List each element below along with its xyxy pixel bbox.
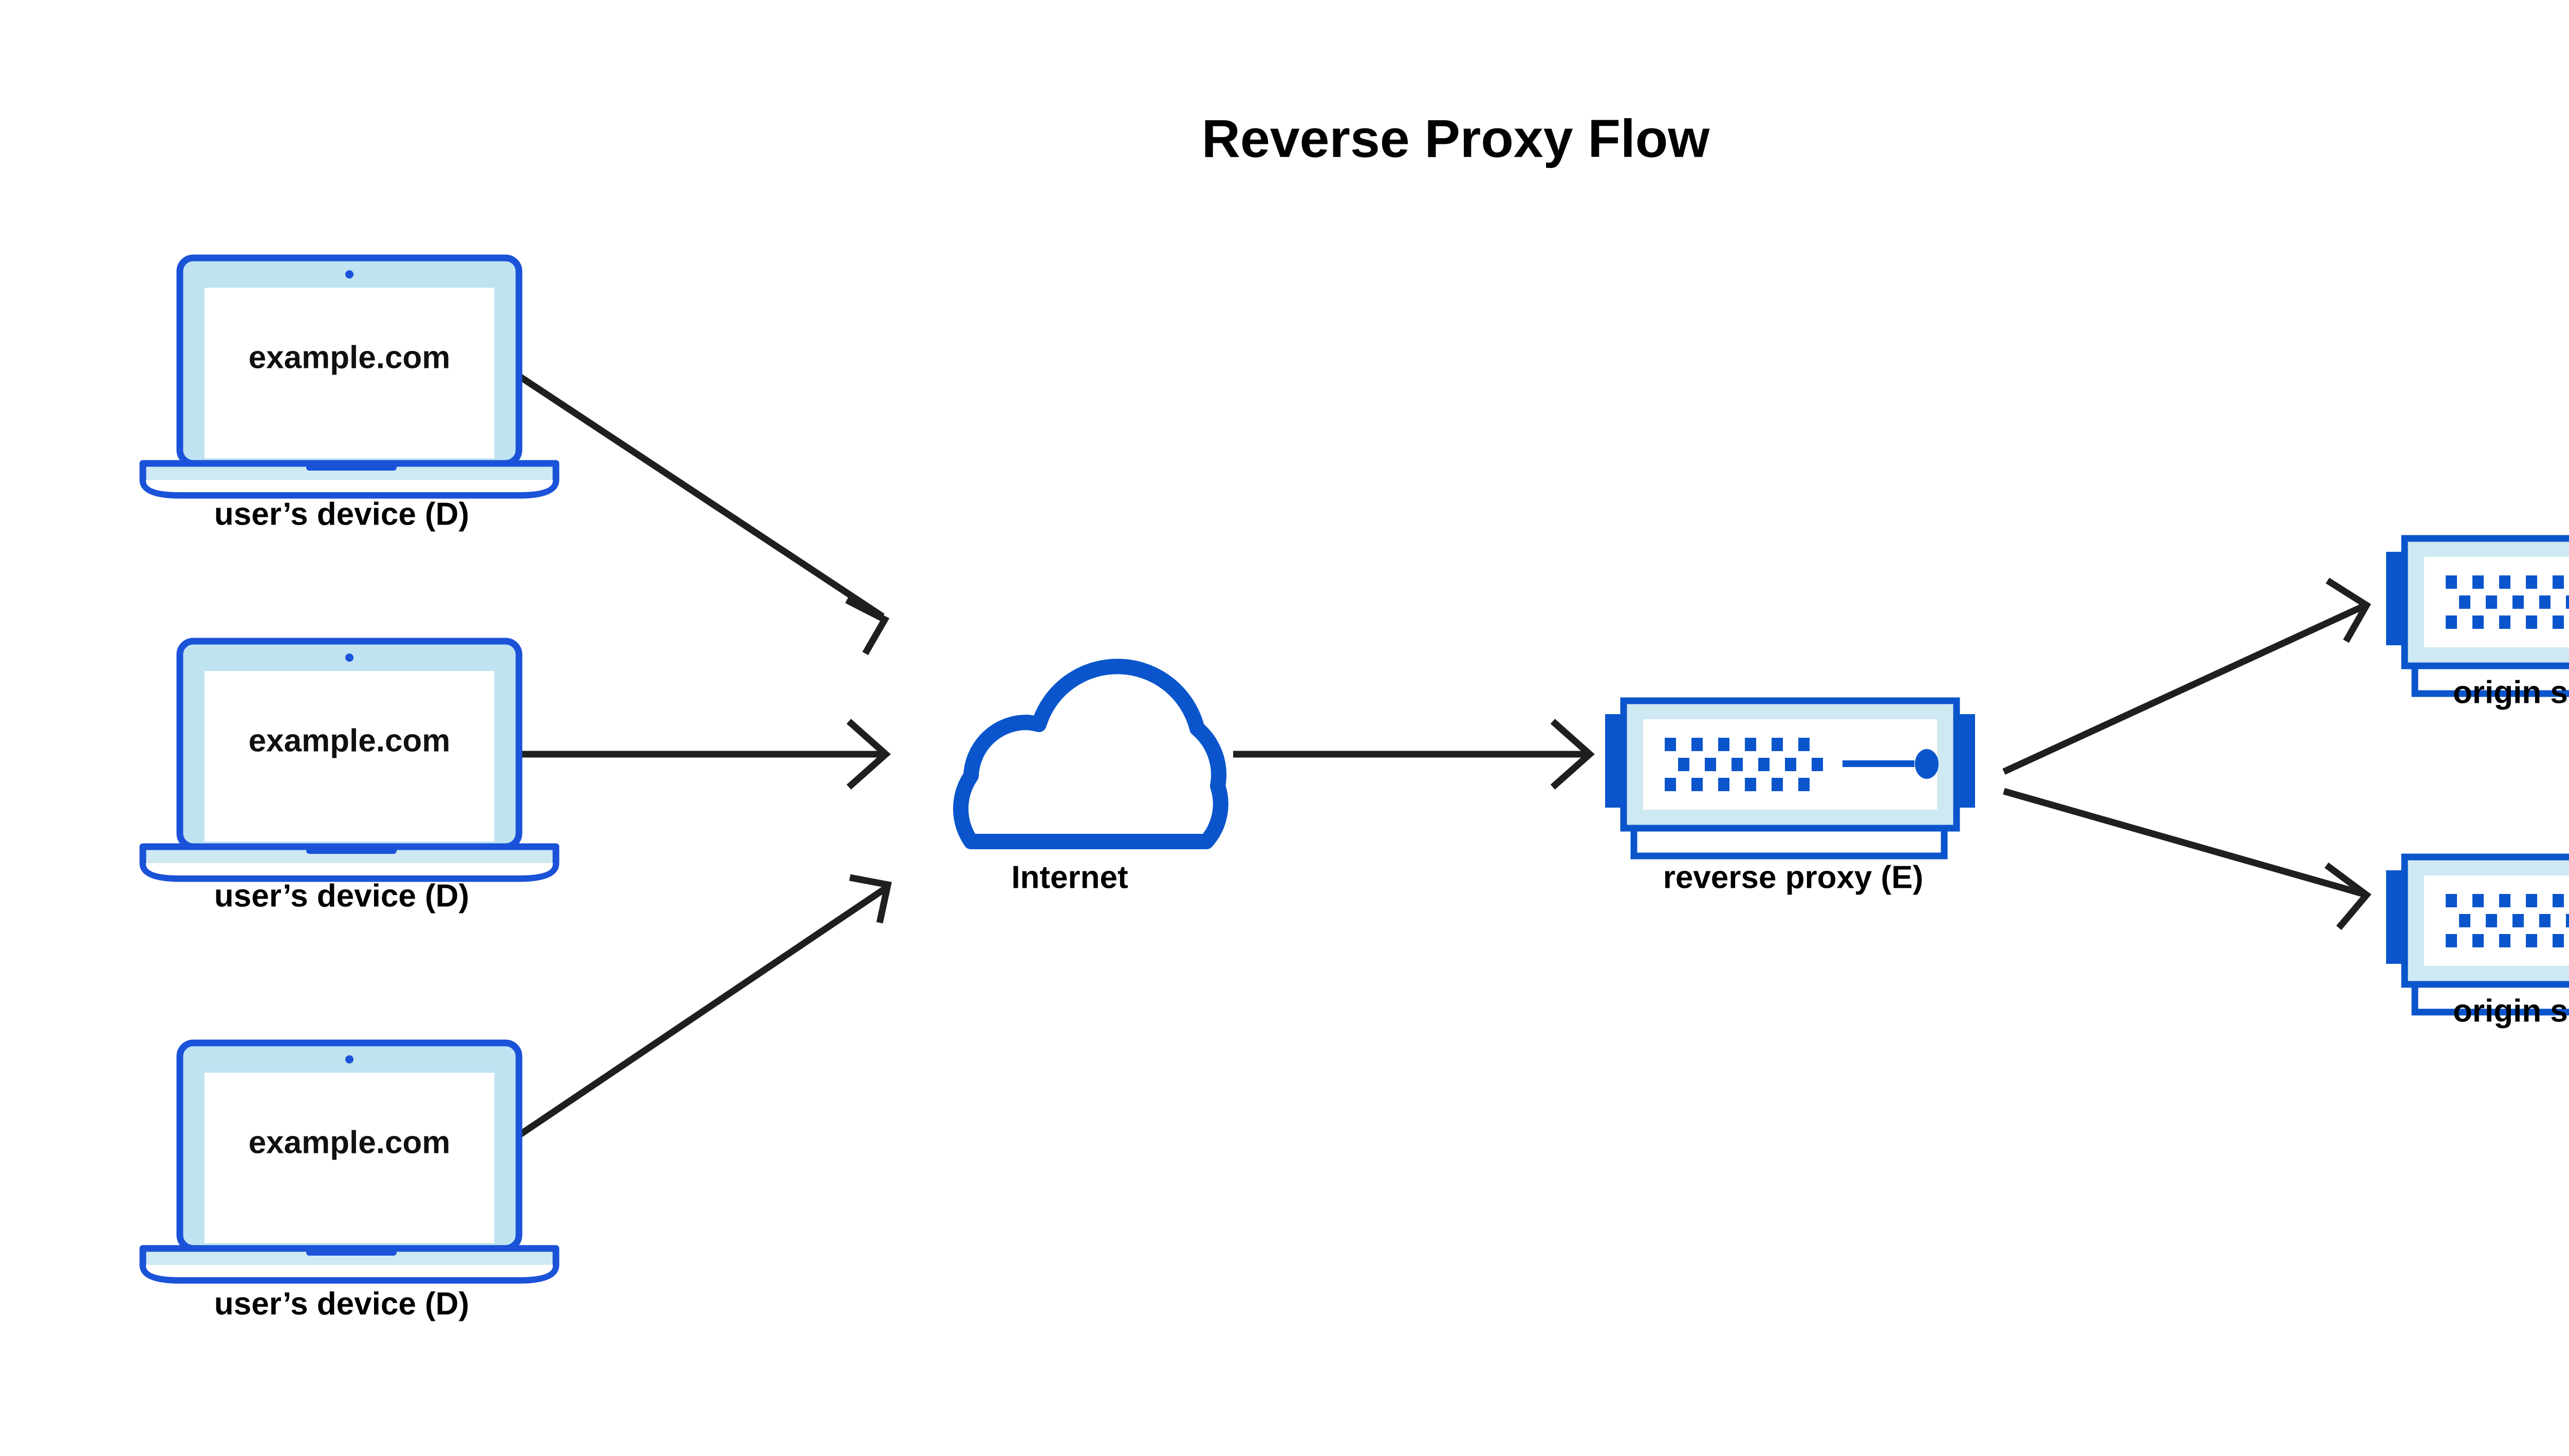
node-client-2[interactable]: example.com user’s device (D) [143,641,556,913]
client-label: user’s device (D) [214,1286,469,1321]
edge-proxy-origin1 [2002,577,2371,775]
cloud-icon [961,666,1221,842]
node-reverse-proxy[interactable]: reverse proxy (E) [1605,701,1975,895]
origin-server-label: origin server (F) [2453,675,2569,710]
internet-label: Internet [1011,860,1128,895]
node-client-1[interactable]: example.com user’s device (D) [143,258,556,532]
edge-internet-proxy [1233,719,1595,790]
server-icon [1605,701,1975,856]
laptop-icon [143,258,556,495]
reverse-proxy-label: reverse proxy (E) [1663,860,1924,895]
origin-server-label: origin server (F) [2453,993,2569,1029]
client-label: user’s device (D) [214,496,469,532]
laptop-icon [143,1043,556,1280]
node-internet[interactable]: Internet [961,666,1221,895]
edge-proxy-origin2 [2003,788,2372,930]
node-client-3[interactable]: example.com user’s device (D) [143,1043,556,1321]
edge-client2-internet [504,719,891,790]
edge-client1-internet [501,363,890,656]
client-screen-text: example.com [249,340,451,375]
server-icon [2386,857,2569,1012]
node-origin-1[interactable]: origin server (F) [2386,538,2569,710]
node-origin-2[interactable]: origin server (F) [2386,857,2569,1029]
page-title: Reverse Proxy Flow [1202,109,1710,169]
client-label: user’s device (D) [214,878,469,913]
client-screen-text: example.com [249,1125,451,1160]
client-screen-text: example.com [249,723,451,758]
edge-layer [501,363,2372,1149]
laptop-icon [143,641,556,879]
edge-client3-internet [501,874,892,1149]
server-icon [2386,538,2569,694]
